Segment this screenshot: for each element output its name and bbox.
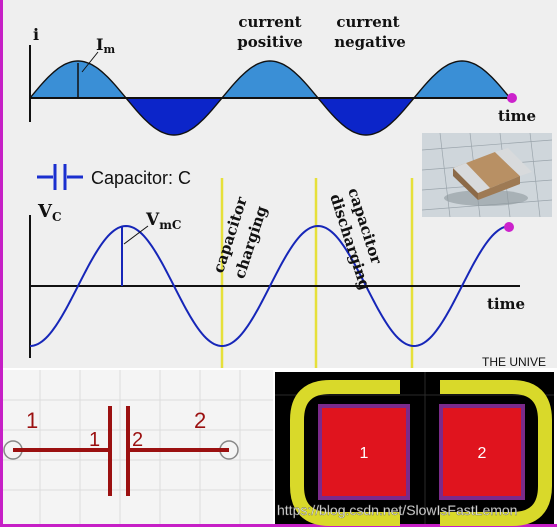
current-positive-lobes bbox=[30, 61, 510, 98]
photo-chip-front bbox=[478, 176, 520, 200]
voltage-waveform bbox=[29, 224, 509, 348]
voltage-end-marker bbox=[504, 222, 514, 232]
annotation-current-positive-2: positive bbox=[237, 33, 303, 51]
pad2-label: 2 bbox=[478, 445, 487, 462]
symbol-panel-background bbox=[3, 370, 273, 524]
smd-capacitor-photo bbox=[421, 132, 553, 218]
capacitor-legend: Capacitor: C bbox=[37, 164, 191, 190]
watermark-text: https://blog.csdn.net/SlowIsFastLemon bbox=[277, 502, 517, 518]
capacitor-schematic-symbol: 1 2 1 2 bbox=[3, 370, 273, 524]
symbol-grid bbox=[3, 370, 273, 524]
annotation-current-negative-1: current bbox=[336, 13, 399, 31]
photo-chip-terminal-right bbox=[495, 148, 532, 176]
current-peak-leader bbox=[81, 51, 99, 73]
plate2-label: 2 bbox=[132, 429, 143, 451]
photo-chip-side bbox=[453, 168, 478, 200]
current-x-label: time bbox=[498, 107, 536, 125]
voltage-y-label: VC bbox=[37, 201, 62, 224]
current-end-marker bbox=[507, 93, 517, 103]
current-waveform bbox=[29, 60, 513, 136]
silkscreen-outline-left bbox=[290, 380, 400, 526]
left-edge-stripe bbox=[0, 0, 3, 527]
bottom-edge-stripe bbox=[0, 524, 557, 527]
annotation-current-positive-1: current bbox=[238, 13, 301, 31]
capacitor-pcb-footprint: 1 2 bbox=[275, 372, 554, 526]
capacitor-legend-label: Capacitor: C bbox=[91, 168, 191, 188]
pad-1 bbox=[318, 404, 410, 500]
plate1-label: 1 bbox=[89, 429, 100, 451]
current-y-label: i bbox=[33, 25, 39, 44]
credit-text: THE UNIVE bbox=[482, 355, 546, 369]
current-peak-label: Im bbox=[96, 35, 115, 56]
voltage-x-label: time bbox=[487, 295, 525, 313]
voltage-peak-leader bbox=[123, 225, 149, 245]
photo-chip-terminal-left bbox=[453, 163, 490, 193]
pin2-label: 2 bbox=[194, 408, 206, 433]
photo-chip-shadow bbox=[444, 190, 528, 206]
current-negative-lobes bbox=[126, 98, 512, 135]
silkscreen-outline-right bbox=[440, 380, 552, 526]
capacitor-legend-icon bbox=[37, 164, 83, 190]
voltage-peak-label: VmC bbox=[145, 210, 181, 232]
pad-2 bbox=[439, 404, 525, 500]
pin1-label: 1 bbox=[26, 408, 38, 433]
annotation-current-negative-2: negative bbox=[334, 33, 406, 51]
pad1-label: 1 bbox=[360, 445, 369, 462]
current-plot: i Im current positive current negative t… bbox=[29, 13, 536, 136]
